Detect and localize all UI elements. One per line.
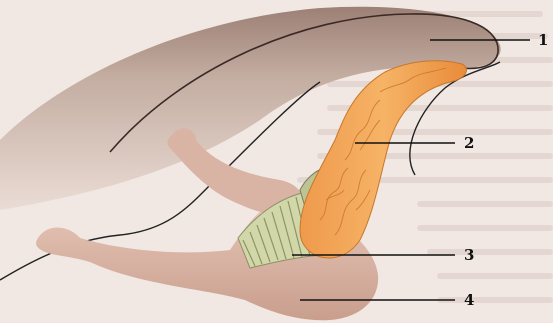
callout-number-3: 3 (464, 246, 474, 264)
callout-number-4: 4 (464, 291, 474, 309)
callout-number-1: 1 (538, 31, 548, 49)
callout-number-2: 2 (464, 134, 474, 152)
